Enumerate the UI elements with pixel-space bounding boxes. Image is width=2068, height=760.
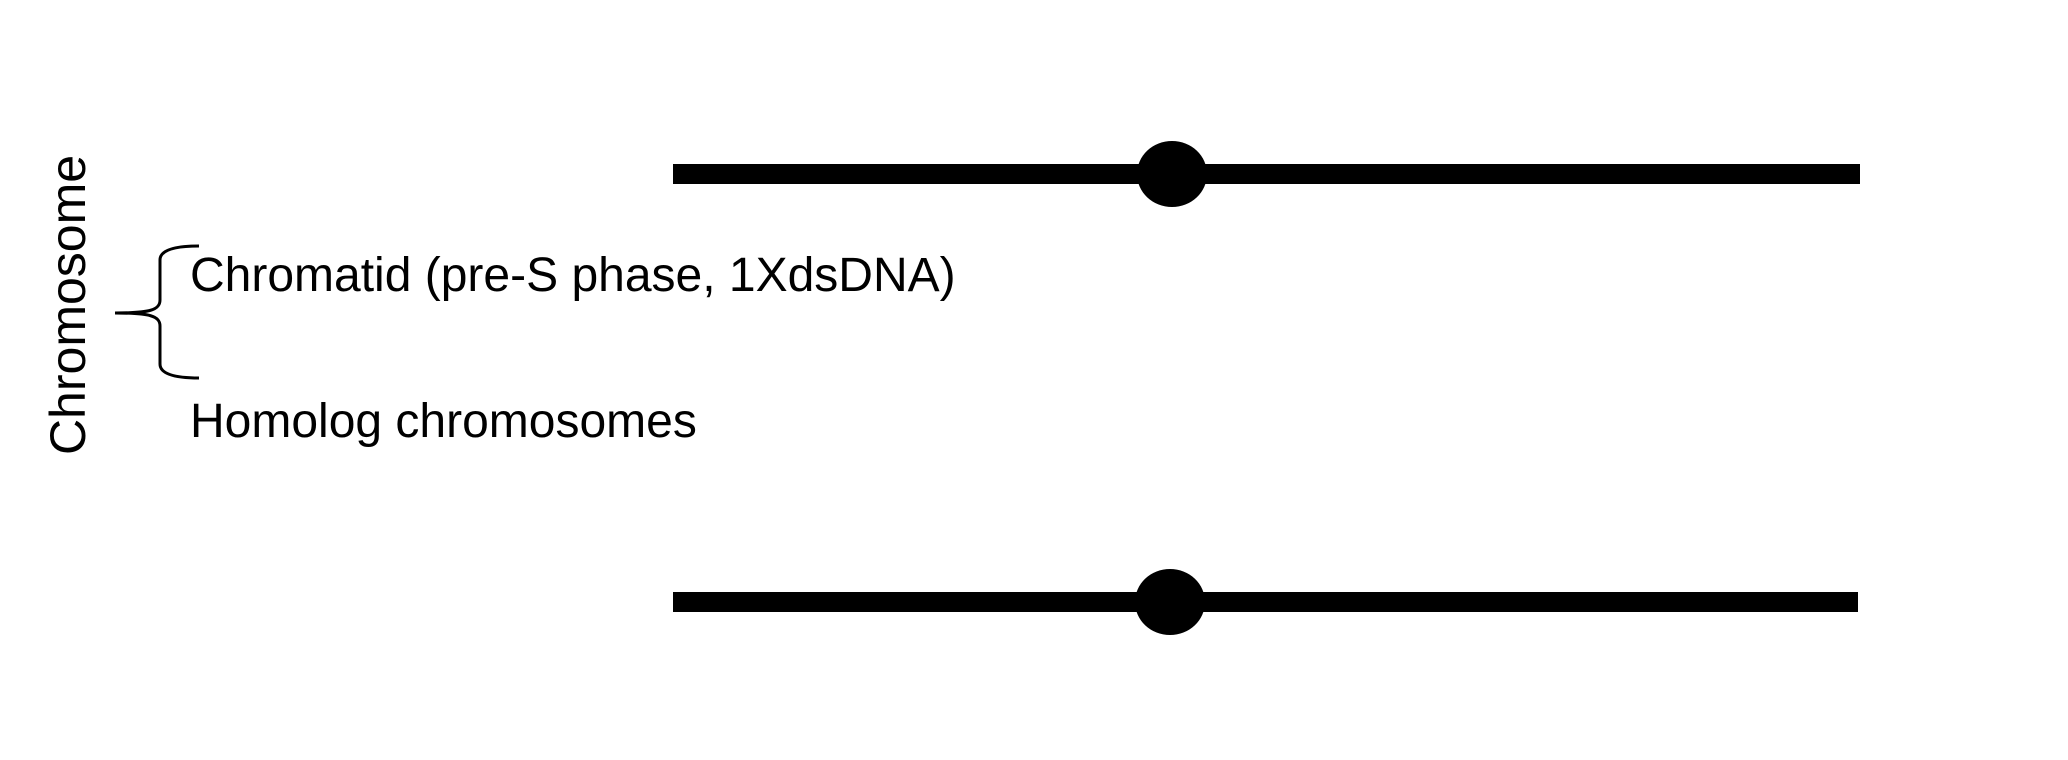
chromatid-label: Chromatid (pre-S phase, 1XdsDNA) [190, 249, 956, 302]
homolog-chromosomes-label: Homolog chromosomes [190, 395, 697, 448]
chromosome-top [673, 141, 1860, 207]
chromosome-bottom [673, 569, 1858, 635]
centromere-bottom [1135, 569, 1205, 635]
chromosome-label: Chromosome [40, 154, 96, 456]
curly-brace-icon [114, 244, 200, 380]
centromere-top [1137, 141, 1207, 207]
